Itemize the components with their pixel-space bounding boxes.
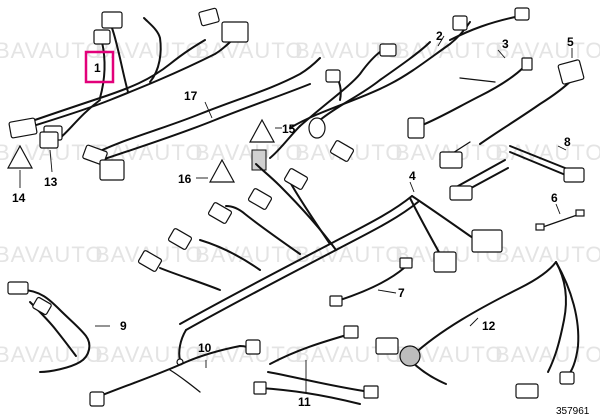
connector-plug: [407, 117, 425, 139]
connector-plug: [559, 371, 575, 385]
connector-plug: [363, 385, 379, 399]
warning-triangle-icon: [6, 144, 34, 169]
watermark-text: BAVAUTO: [0, 38, 103, 63]
callout-17[interactable]: 17: [184, 89, 198, 103]
harness-part-11[interactable]: [253, 325, 379, 405]
connector-plug: [329, 140, 355, 162]
connector-plug: [7, 281, 29, 295]
diagram-part-number: 357961: [556, 406, 590, 417]
harness-part-17[interactable]: [82, 57, 321, 181]
watermark-text: BAVAUTO: [495, 38, 600, 63]
callout-3[interactable]: 3: [502, 37, 509, 51]
harness-part-10[interactable]: [89, 339, 261, 407]
clip-part: [39, 131, 59, 149]
connector-plug: [101, 11, 123, 29]
connector-housing: [563, 167, 585, 183]
callout-6[interactable]: 6: [551, 191, 558, 205]
part-13-clip[interactable]: [39, 131, 59, 173]
harness-part-7[interactable]: [329, 257, 413, 307]
connector-plug: [379, 43, 397, 57]
connector-housing: [515, 383, 539, 399]
connector-plug: [253, 381, 267, 395]
part-15-warning-triangle[interactable]: [248, 118, 282, 143]
harness-part-8[interactable]: [449, 145, 585, 201]
connector-plug: [283, 168, 309, 190]
callout-4[interactable]: 4: [409, 169, 416, 183]
callout-labels: 1 2 3 4 5 6 7 8 9 10 11 12 13 14 15 16 1…: [12, 29, 574, 409]
connector-plug: [247, 188, 273, 210]
callout-15[interactable]: 15: [282, 122, 296, 136]
connector-plug: [137, 250, 163, 272]
terminal-part: [575, 209, 585, 217]
connector-plug: [245, 339, 261, 355]
watermark-text: BAVAUTO: [395, 38, 503, 63]
callout-8[interactable]: 8: [564, 135, 571, 149]
connector-plug: [207, 202, 233, 224]
connector-housing: [439, 151, 463, 169]
connector-plug: [89, 391, 105, 407]
watermark-text: BAVAUTO: [0, 342, 103, 367]
connector-plug: [521, 57, 533, 71]
connector-plug: [32, 296, 52, 316]
harness-part-3[interactable]: [407, 49, 533, 139]
part-14-warning-triangle[interactable]: [6, 144, 34, 188]
connector-housing: [375, 337, 399, 355]
harness-part-4[interactable]: [137, 140, 503, 366]
connector-plug: [198, 7, 220, 27]
round-connector: [399, 345, 421, 367]
connector-housing: [449, 185, 473, 201]
warning-triangle-icon: [208, 158, 236, 183]
connector-plug: [167, 228, 193, 250]
callout-2[interactable]: 2: [436, 29, 443, 43]
callout-11[interactable]: 11: [298, 395, 311, 409]
callout-9[interactable]: 9: [120, 319, 127, 333]
connector-plug: [514, 7, 530, 21]
callout-1[interactable]: 1: [94, 61, 101, 75]
grommet-part: [251, 149, 267, 171]
connector-plug: [325, 69, 341, 83]
connector-housing: [99, 159, 125, 181]
watermark-text: BAVAUTO: [195, 140, 303, 165]
watermark-layer: BAVAUTO BAVAUTO BAVAUTO BAVAUTO BAVAUTO …: [0, 38, 600, 367]
connector-housing: [557, 59, 585, 85]
connector-housing: [221, 21, 249, 43]
grommet-part: [308, 117, 326, 139]
warning-triangle-icon: [248, 118, 276, 143]
harness-part-5[interactable]: [439, 48, 585, 169]
connector-housing: [8, 117, 38, 139]
highlight-box: [84, 50, 115, 84]
connector-plug: [452, 15, 468, 31]
harness-part-2[interactable]: [269, 7, 530, 159]
part-6-jumper[interactable]: [535, 203, 585, 231]
connector-plug: [93, 29, 111, 45]
callout-10[interactable]: 10: [198, 341, 212, 355]
connector-plug: [329, 295, 343, 307]
part-16-warning-triangle[interactable]: [196, 149, 267, 183]
watermark-text: BAVAUTO: [195, 38, 303, 63]
watermark-text: BAVAUTO: [95, 342, 203, 367]
callout-12[interactable]: 12: [482, 319, 496, 333]
harness-part-9[interactable]: [7, 281, 110, 373]
connector-plug: [399, 257, 413, 269]
watermark-text: BAVAUTO: [495, 242, 600, 267]
callout-7[interactable]: 7: [398, 286, 405, 300]
connector-plug: [343, 325, 359, 339]
watermark-text: BAVAUTO: [0, 242, 103, 267]
callout-5[interactable]: 5: [567, 35, 574, 49]
callout-16[interactable]: 16: [178, 172, 192, 186]
callout-14[interactable]: 14: [12, 191, 26, 205]
watermark-text: BAVAUTO: [495, 342, 600, 367]
terminal-part: [535, 223, 545, 231]
connector-housing: [471, 229, 503, 253]
harness-part-12[interactable]: [375, 261, 580, 399]
callout-13[interactable]: 13: [44, 175, 58, 189]
connector-housing: [433, 251, 457, 273]
